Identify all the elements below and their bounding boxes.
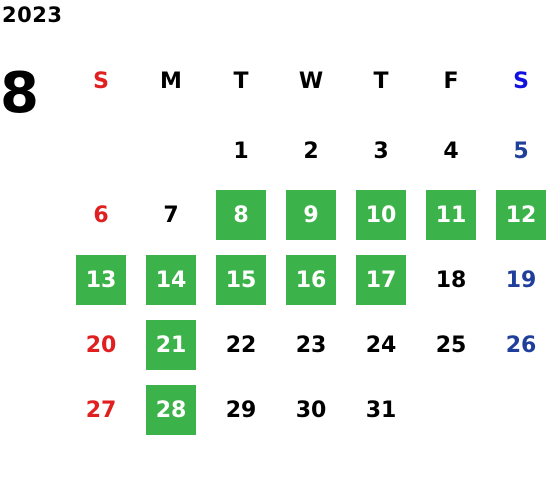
weekday-header-tue: T [233, 68, 249, 94]
day-cell-4[interactable]: 4 [443, 138, 459, 164]
day-cell-25[interactable]: 25 [435, 332, 467, 358]
day-cell-27[interactable]: 27 [85, 397, 117, 423]
day-cell-28[interactable]: 28 [146, 385, 196, 435]
day-cell-17[interactable]: 17 [356, 255, 406, 305]
day-cell-6[interactable]: 6 [93, 202, 109, 228]
day-cell-31[interactable]: 31 [365, 397, 397, 423]
day-cell-21[interactable]: 21 [146, 320, 196, 370]
day-cell-10[interactable]: 10 [356, 190, 406, 240]
day-cell-12[interactable]: 12 [496, 190, 546, 240]
weekday-header-thu: T [373, 68, 389, 94]
day-cell-18[interactable]: 18 [435, 267, 467, 293]
weekday-header-fri: F [443, 68, 459, 94]
weekday-header-mon: M [160, 68, 182, 94]
month-number: 8 [0, 61, 39, 126]
day-cell-16[interactable]: 16 [286, 255, 336, 305]
weekday-header-wed: W [298, 68, 324, 94]
day-cell-1[interactable]: 1 [233, 138, 249, 164]
weekday-header-sat: S [513, 68, 529, 94]
day-cell-5[interactable]: 5 [513, 138, 529, 164]
day-cell-23[interactable]: 23 [295, 332, 327, 358]
day-cell-15[interactable]: 15 [216, 255, 266, 305]
day-cell-19[interactable]: 19 [505, 267, 537, 293]
day-cell-20[interactable]: 20 [85, 332, 117, 358]
day-cell-11[interactable]: 11 [426, 190, 476, 240]
day-cell-7[interactable]: 7 [163, 202, 179, 228]
day-cell-2[interactable]: 2 [303, 138, 319, 164]
day-cell-13[interactable]: 13 [76, 255, 126, 305]
weekday-header-sun: S [93, 68, 109, 94]
day-cell-24[interactable]: 24 [365, 332, 397, 358]
day-cell-14[interactable]: 14 [146, 255, 196, 305]
day-cell-26[interactable]: 26 [505, 332, 537, 358]
day-cell-30[interactable]: 30 [295, 397, 327, 423]
day-cell-3[interactable]: 3 [373, 138, 389, 164]
day-cell-29[interactable]: 29 [225, 397, 257, 423]
year-label: 2023 [2, 3, 63, 27]
day-cell-9[interactable]: 9 [286, 190, 336, 240]
day-cell-8[interactable]: 8 [216, 190, 266, 240]
day-cell-22[interactable]: 22 [225, 332, 257, 358]
